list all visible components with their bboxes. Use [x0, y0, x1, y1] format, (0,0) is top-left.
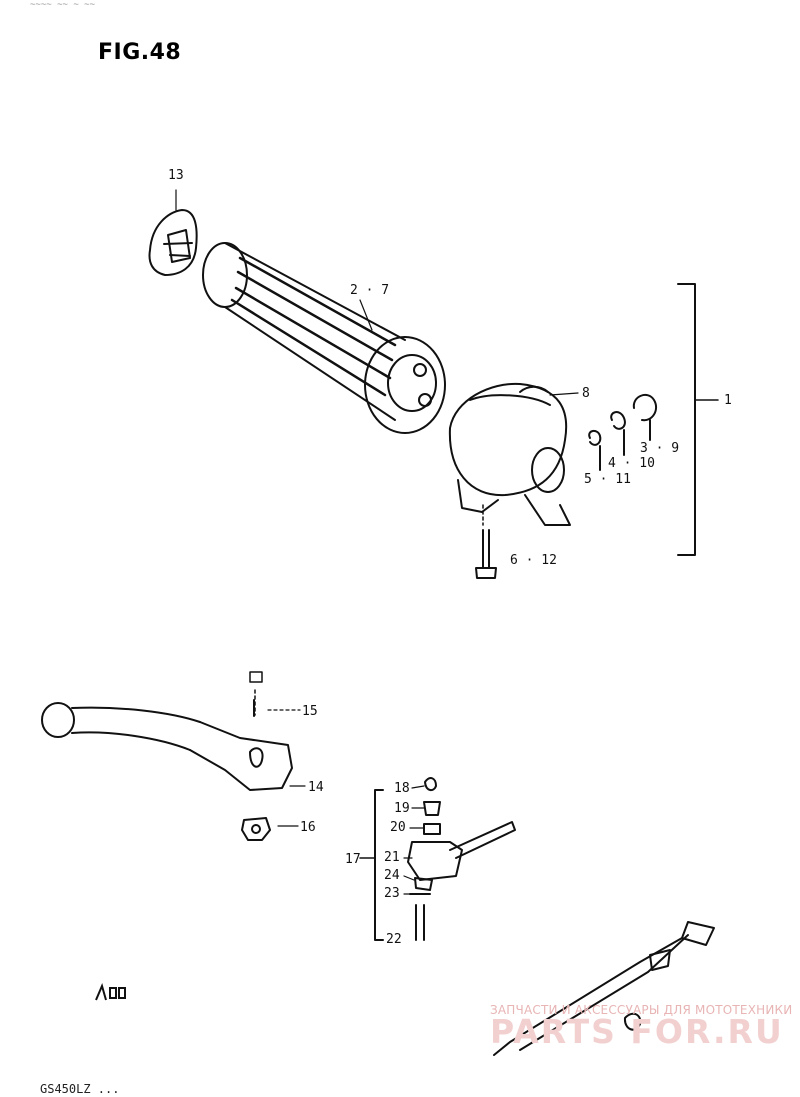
callout-14: 14 [308, 780, 324, 795]
cable-assembly [493, 921, 715, 1056]
callout-8: 8 [582, 386, 590, 401]
watermark-tagline: ЗАПЧАСТИ И АКСЕССУАРЫ ДЛЯ МОТОТЕХНИКИ [490, 1003, 793, 1017]
group-1-bracket [677, 283, 719, 556]
callout-13: 13 [168, 168, 184, 183]
callout-3-9: 3 · 9 [640, 441, 680, 456]
callout-leader-lines [175, 189, 579, 895]
scan-artifact-text: ~~~~ ~~ ~ ~~ [30, 0, 96, 10]
callout-17: 17 [345, 852, 361, 867]
part-16-nut [241, 817, 271, 841]
callout-20: 20 [390, 820, 406, 835]
footer-model-code: GS450LZ ... [40, 1082, 120, 1096]
part-13-cap [148, 209, 198, 276]
callout-16: 16 [300, 820, 316, 835]
callout-24: 24 [384, 868, 400, 883]
small-hardware-parts [588, 393, 658, 471]
callout-4-10: 4 · 10 [608, 456, 655, 471]
callout-5-11: 5 · 11 [584, 472, 631, 487]
parts-18-24-switch [407, 777, 516, 941]
callout-22: 22 [386, 932, 402, 947]
callout-21: 21 [384, 850, 400, 865]
callout-19: 19 [394, 801, 410, 816]
callout-1: 1 [724, 393, 732, 408]
callout-18: 18 [394, 781, 410, 796]
part-6-12-screw [475, 504, 497, 579]
callout-15: 15 [302, 704, 318, 719]
group-17-bracket [359, 789, 384, 941]
part-2-7-grip [202, 242, 446, 434]
callout-23: 23 [384, 886, 400, 901]
watermark-logo: PARTS FOR.RU [490, 1012, 784, 1051]
part-14-lever [41, 689, 293, 791]
callout-2-7: 2 · 7 [350, 283, 390, 298]
stamp-mark-icon [95, 983, 126, 1001]
callout-6-12: 6 · 12 [510, 553, 557, 568]
part-8-housing [448, 382, 571, 526]
part-15-bolt [249, 671, 263, 717]
figure-title: FIG.48 [98, 40, 182, 65]
